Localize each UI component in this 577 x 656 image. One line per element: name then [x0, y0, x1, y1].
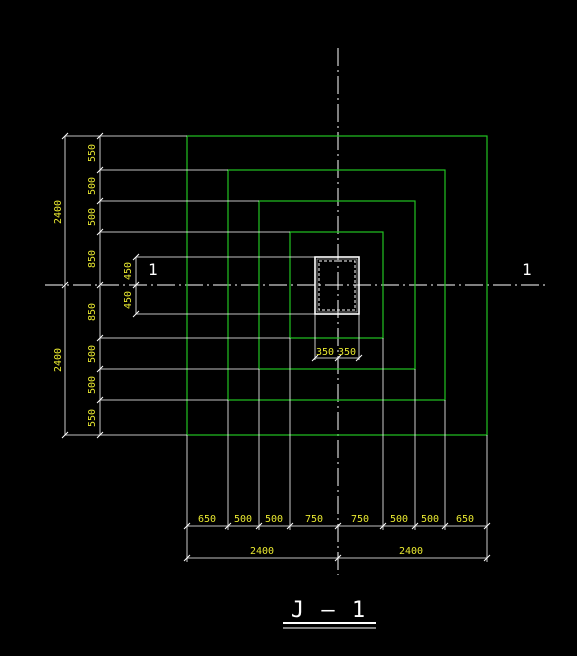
dim-left-total-bottom: 2400 [53, 348, 64, 372]
left-extension-lines [65, 135, 315, 436]
dim-column-width-left: 350 [316, 347, 334, 358]
dim-left-7: 500 [87, 376, 98, 394]
dimension-tick [334, 354, 342, 362]
dimension-ticks [61, 132, 491, 562]
left-dimension-texts: 550 500 500 850 850 500 500 550 2400 240… [53, 144, 134, 427]
dim-left-total-top: 2400 [53, 200, 64, 224]
dimension-tick [379, 522, 387, 530]
dim-column-depth-top: 450 [123, 262, 134, 280]
dimension-tick [96, 431, 104, 439]
dim-bottom-3: 500 [265, 514, 283, 525]
dimension-tick [483, 522, 491, 530]
dimension-tick [183, 522, 191, 530]
dim-bottom-8: 650 [456, 514, 474, 525]
dimension-tick [96, 197, 104, 205]
dimension-tick [96, 281, 104, 289]
dim-bottom-6: 500 [390, 514, 408, 525]
dim-bottom-1: 650 [198, 514, 216, 525]
dimension-tick [96, 334, 104, 342]
dimension-tick [96, 365, 104, 373]
dimension-tick [132, 253, 140, 261]
title-underline [283, 622, 376, 629]
step-outline-2 [227, 169, 446, 401]
dim-bottom-2: 500 [234, 514, 252, 525]
dim-bottom-5: 750 [351, 514, 369, 525]
dimension-tick [441, 522, 449, 530]
dim-left-3: 500 [87, 208, 98, 226]
dim-column-depth-bottom: 450 [123, 291, 134, 309]
dim-bottom-total-right: 2400 [399, 546, 423, 557]
step-outline-1 [186, 135, 488, 436]
dim-left-1: 550 [87, 144, 98, 162]
dimension-tick [61, 431, 69, 439]
column-section [314, 256, 360, 315]
dim-left-6: 500 [87, 345, 98, 363]
dim-left-5: 850 [87, 303, 98, 321]
bottom-dimension-texts: 650 500 500 750 750 500 500 650 2400 240… [198, 347, 474, 557]
column-inner-line [316, 258, 358, 313]
dimension-tick [355, 354, 363, 362]
dimension-tick [61, 281, 69, 289]
dimension-tick [132, 310, 140, 318]
center-axes [45, 48, 545, 575]
dimension-tick [255, 522, 263, 530]
dimension-tick [132, 281, 140, 289]
drawing-title: J — 1 [291, 598, 367, 623]
dimension-tick [334, 554, 342, 562]
dim-bottom-7: 500 [421, 514, 439, 525]
dim-left-2: 500 [87, 177, 98, 195]
dimension-tick [334, 522, 342, 530]
step-outline-3 [258, 200, 416, 370]
dimension-tick [96, 228, 104, 236]
dimension-tick [224, 522, 232, 530]
dim-left-4: 850 [87, 250, 98, 268]
dim-column-width-right: 350 [338, 347, 356, 358]
dimension-tick [183, 554, 191, 562]
dimension-tick [286, 522, 294, 530]
dimension-tick [96, 166, 104, 174]
dim-left-8: 550 [87, 409, 98, 427]
column-rebar-cage [318, 260, 356, 311]
dimension-tick [61, 132, 69, 140]
dimension-tick [483, 554, 491, 562]
step-outline-4 [289, 231, 384, 339]
dimension-tick [96, 396, 104, 404]
dim-bottom-total-left: 2400 [250, 546, 274, 557]
dimension-tick [96, 132, 104, 140]
dim-bottom-4: 750 [305, 514, 323, 525]
section-mark-right: 1 [522, 260, 532, 279]
section-mark-left: 1 [148, 260, 158, 279]
foundation-steps [186, 135, 488, 436]
dimension-tick [411, 522, 419, 530]
column-outline [314, 256, 360, 315]
bottom-dimension-lines [187, 357, 487, 559]
dimension-tick [311, 354, 319, 362]
bottom-extension-lines [186, 314, 488, 562]
